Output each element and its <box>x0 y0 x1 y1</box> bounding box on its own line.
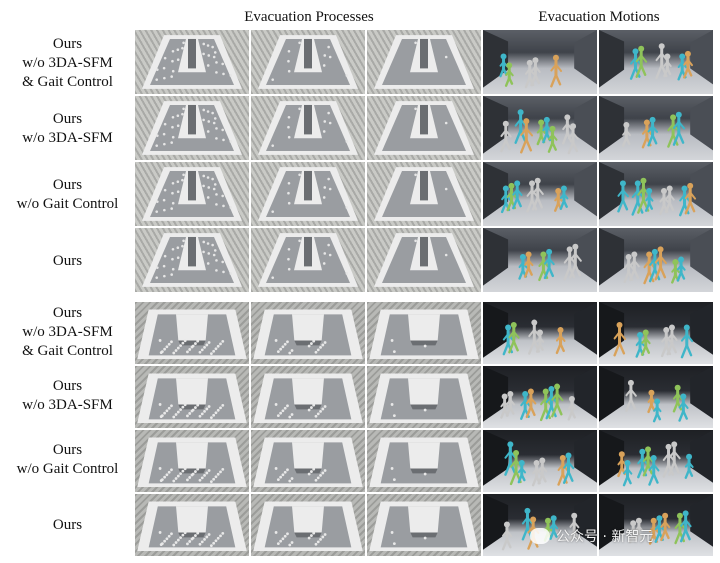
row-label-5: Ours w/o 3DA-SFM & Gait Control <box>0 300 135 364</box>
row-label-7: Ours w/o Gait Control <box>0 428 135 492</box>
process-frame-image <box>367 430 481 492</box>
process-frame-image <box>135 302 249 364</box>
motion-frame-image <box>483 494 597 556</box>
process-frame-image <box>251 366 365 428</box>
row-label-line: Ours <box>52 516 83 533</box>
motion-frame-image <box>599 96 713 160</box>
row-label-line: Ours <box>52 177 83 193</box>
row-label-line: w/o 3DA-SFM <box>22 130 113 146</box>
row-label-line: w/o 3DA-SFM <box>22 54 113 71</box>
process-frame-image <box>251 30 365 94</box>
process-frame-image <box>251 494 365 556</box>
process-frame-image <box>367 228 481 292</box>
motion-frame-image <box>599 30 713 94</box>
process-frame-image <box>135 494 249 556</box>
row-label-line: Ours <box>52 111 83 127</box>
row-label-line: Ours <box>52 252 83 269</box>
header-evacuation-motions: Evacuation Motions <box>538 9 660 25</box>
header-evacuation-processes: Evacuation Processes <box>244 9 374 25</box>
process-frame-image <box>135 366 249 428</box>
process-frame-image <box>251 302 365 364</box>
motion-frame-image <box>483 366 597 428</box>
watermark: 公众号 · 新智元 <box>530 524 653 548</box>
motion-frame-image <box>483 430 597 492</box>
wechat-logo-icon <box>530 528 550 544</box>
row-label-line: Ours <box>52 35 83 52</box>
motion-frame-image <box>599 366 713 428</box>
row-label-2: Ours w/o 3DA-SFM <box>0 96 135 162</box>
row-label-4: Ours <box>0 228 135 294</box>
row-label-line: w/o Gait Control <box>16 196 119 212</box>
process-frame-image <box>367 96 481 160</box>
row-label-1: Ours w/o 3DA-SFM & Gait Control <box>0 30 135 96</box>
process-frame-image <box>251 228 365 292</box>
process-frame-image <box>367 162 481 226</box>
section-divider <box>135 294 715 302</box>
watermark-text: 公众号 · 新智元 <box>556 529 654 545</box>
motion-frame-image <box>483 162 597 226</box>
row-label-3: Ours w/o Gait Control <box>0 162 135 228</box>
row-label-line: Ours <box>52 442 83 458</box>
process-frame-image <box>135 430 249 492</box>
motion-frame-image <box>483 96 597 160</box>
process-frame-image <box>135 162 249 226</box>
motion-frame-image <box>483 228 597 292</box>
motion-frame-image <box>599 494 713 556</box>
row-label-line: w/o 3DA-SFM <box>22 397 113 413</box>
process-frame-image <box>367 494 481 556</box>
process-frame-image <box>251 430 365 492</box>
motion-frame-image <box>599 302 713 364</box>
motion-frame-image <box>599 162 713 226</box>
process-frame-image <box>135 96 249 160</box>
row-label-line: w/o Gait Control <box>16 461 119 477</box>
motion-frame-image <box>599 430 713 492</box>
process-frame-image <box>367 302 481 364</box>
row-label-line: & Gait Control <box>22 342 113 359</box>
process-frame-image <box>135 228 249 292</box>
row-label-line: Ours <box>52 378 83 394</box>
motion-frame-image <box>483 30 597 94</box>
process-frame-image <box>367 366 481 428</box>
row-label-line: w/o 3DA-SFM <box>22 323 113 340</box>
motion-frame-image <box>599 228 713 292</box>
process-frame-image <box>251 96 365 160</box>
process-frame-image <box>367 30 481 94</box>
row-label-line: Ours <box>52 304 83 321</box>
process-frame-image <box>135 30 249 94</box>
row-label-8: Ours <box>0 492 135 558</box>
row-label-6: Ours w/o 3DA-SFM <box>0 364 135 428</box>
row-label-line: & Gait Control <box>22 73 113 90</box>
process-frame-image <box>251 162 365 226</box>
motion-frame-image <box>483 302 597 364</box>
